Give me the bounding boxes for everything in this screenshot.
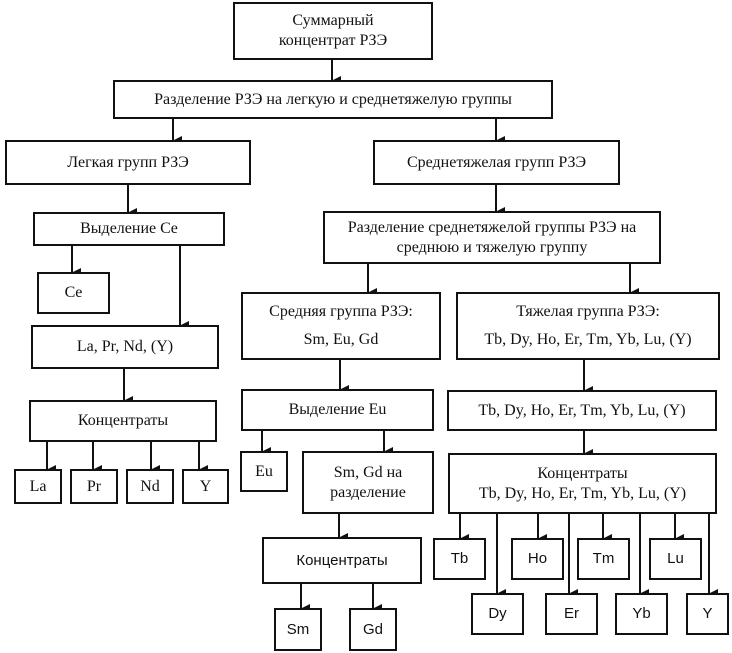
node-sm-gd-to-separation: Sm, Gd на разделение [302, 451, 434, 514]
node-nd: Nd [126, 469, 174, 504]
node-label: Y [199, 477, 212, 495]
node-label: Pr [86, 477, 102, 495]
node-ce-extraction: Выделение Ce [33, 212, 225, 246]
node-y-light: Y [182, 469, 229, 504]
node-label: Выделение Eu [288, 401, 387, 418]
node-midheavy-group: Среднетяжелая групп РЗЭ [373, 140, 620, 185]
node-y-heavy: Y [686, 593, 729, 635]
node-label: Er [564, 605, 579, 622]
node-total-concentrate: Суммарный концентрат РЗЭ [233, 2, 433, 60]
node-label: Nd [140, 477, 160, 495]
node-label: Легкая групп РЗЭ [67, 153, 189, 171]
node-label: Sm, Gd на [333, 463, 403, 481]
node-label: La, Pr, Nd, (Y) [76, 338, 174, 355]
node-heavy-element-list: Tb, Dy, Ho, Er, Tm, Yb, Lu, (Y) [447, 390, 717, 431]
node-tb: Tb [433, 538, 486, 580]
node-label: Tb, Dy, Ho, Er, Tm, Yb, Lu, (Y) [478, 401, 686, 419]
node-yb: Yb [615, 593, 668, 635]
node-lu: Lu [649, 538, 702, 580]
node-light-concentrates: Концентраты [29, 400, 217, 442]
node-label: Tb, Dy, Ho, Er, Tm, Yb, Lu, (Y) [478, 484, 687, 502]
node-heavy-concentrates: Концентраты Tb, Dy, Ho, Er, Tm, Yb, Lu, … [448, 453, 717, 514]
node-light-group: Легкая групп РЗЭ [5, 140, 251, 185]
node-label: Ho [527, 550, 548, 567]
node-label: Yb [632, 605, 651, 622]
node-split-light-midheavy: Разделение РЗЭ на легкую и среднетяжелую… [113, 80, 553, 119]
node-label: разделение [330, 483, 406, 501]
node-eu: Eu [240, 451, 288, 492]
node-label: Разделение РЗЭ на легкую и среднетяжелую… [154, 90, 512, 108]
node-er: Er [545, 593, 598, 635]
node-label: Суммарный [292, 12, 374, 29]
node-label: Ce [64, 284, 83, 301]
node-label: Dy [488, 605, 507, 622]
node-label: Eu [255, 462, 273, 480]
node-label: La [29, 477, 47, 495]
node-pr: Pr [70, 469, 118, 504]
node-ho: Ho [511, 538, 564, 580]
node-ce: Ce [37, 272, 110, 314]
node-label: Среднетяжелая групп РЗЭ [406, 153, 587, 171]
node-middle-concentrates: Концентраты [262, 537, 422, 584]
node-label: Sm, Eu, Gd [303, 331, 379, 348]
node-label: Tb, Dy, Ho, Er, Tm, Yb, Lu, (Y) [484, 331, 692, 348]
node-heavy-group: Тяжелая группа РЗЭ: Tb, Dy, Ho, Er, Tm, … [456, 292, 720, 360]
node-la-pr-nd-y: La, Pr, Nd, (Y) [31, 325, 219, 369]
node-label: Концентраты [537, 464, 628, 482]
node-label: Lu [667, 550, 684, 567]
node-eu-extraction: Выделение Eu [241, 389, 434, 431]
node-label: Средняя группа РЗЭ: [269, 303, 413, 320]
node-label: Tm [592, 550, 615, 567]
node-label: Tb [450, 550, 469, 567]
node-label: Концентраты [296, 551, 388, 569]
node-label: Концентраты [77, 412, 169, 429]
node-label: Разделение среднетяжелой группы РЗЭ на [347, 218, 637, 236]
node-tm: Tm [577, 538, 630, 580]
node-sm: Sm [274, 608, 322, 651]
node-label: концентрат РЗЭ [278, 32, 388, 49]
node-label: Выделение Ce [80, 220, 178, 237]
node-label: среднюю и тяжелую группу [396, 238, 588, 256]
node-la: La [14, 469, 62, 504]
node-middle-group: Средняя группа РЗЭ: Sm, Eu, Gd [241, 292, 441, 360]
node-label: Sm [286, 620, 310, 638]
node-label: Gd [362, 620, 383, 638]
node-label: Тяжелая группа РЗЭ: [516, 303, 660, 320]
node-gd: Gd [349, 608, 397, 651]
node-split-middle-heavy: Разделение среднетяжелой группы РЗЭ на с… [323, 211, 661, 264]
node-dy: Dy [471, 593, 524, 635]
node-label: Y [702, 605, 713, 622]
